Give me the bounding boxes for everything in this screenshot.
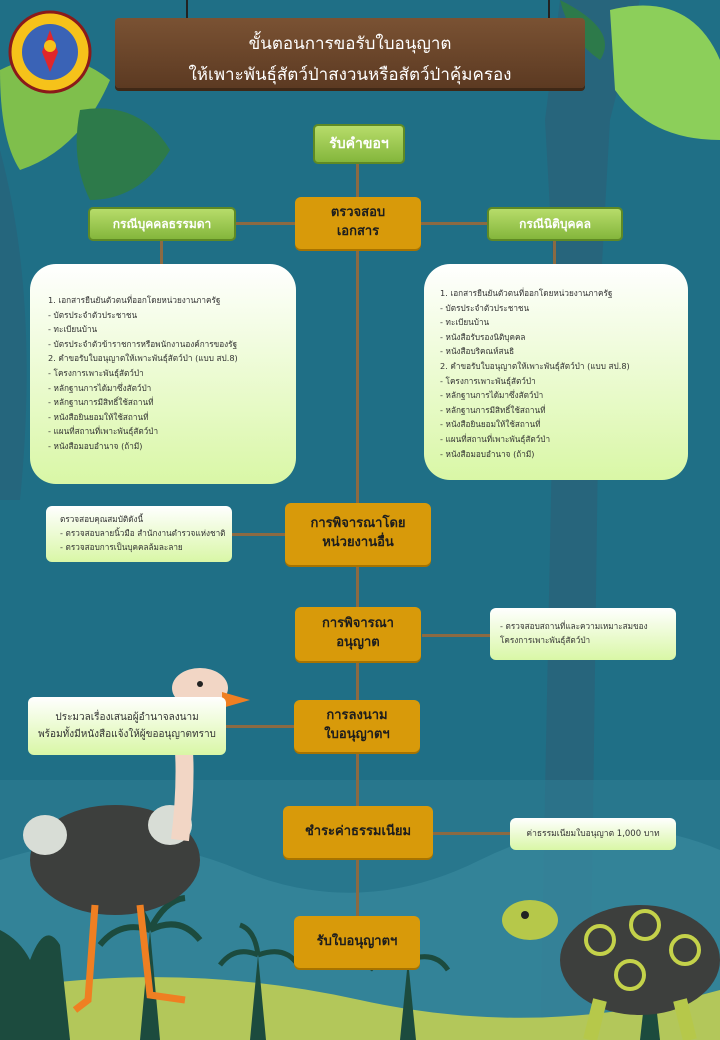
connector-site-check	[422, 634, 492, 637]
step-check-documents-line-1: ตรวจสอบ	[330, 205, 386, 221]
step-receive-request-label: รับคำขอฯ	[329, 136, 389, 152]
site-check-item: โครงการเพาะพันธุ์สัตว์ป่า	[500, 635, 591, 645]
step-consider-permit-line-1: การพิจารณา	[322, 616, 394, 632]
case-person-label: กรณีบุคคลธรรมดา	[112, 216, 212, 231]
board-rope-left	[186, 0, 188, 24]
documents-juristic-card: 1. เอกสารยืนยันตัวตนที่ออกโดยหน่วยงานภาค…	[424, 264, 688, 480]
step-check-documents-line-2: เอกสาร	[336, 224, 380, 239]
signing-note-line: พร้อมทั้งมีหนังสือแจ้งให้ผู้ขออนุญาตทราบ	[38, 729, 216, 740]
qualification-item: ตรวจสอบคุณสมบัติดังนี้	[60, 514, 144, 524]
document-item: - โครงการเพาะพันธุ์สัตว์ป่า	[440, 375, 536, 386]
document-item: - หนังสือบริคณห์สนธิ	[440, 346, 515, 357]
step-sign-license-line-2: ใบอนุญาตฯ	[324, 727, 390, 742]
title-line-1: ขั้นตอนการขอรับใบอนุญาต	[248, 34, 452, 54]
step-consider-other-agency-line-1: การพิจารณาโดย	[310, 516, 406, 532]
department-seal-icon	[8, 10, 92, 94]
site-check-note: - ตรวจสอบสถานที่และความเหมาะสมของโครงการ…	[490, 608, 676, 660]
connector-docs-right	[553, 238, 556, 266]
document-item: - บัตรประจำตัวประชาชน	[440, 302, 530, 313]
site-check-item: - ตรวจสอบสถานที่และความเหมาะสมของ	[500, 621, 648, 631]
document-item: - แผนที่สถานที่เพาะพันธุ์สัตว์ป่า	[48, 426, 159, 437]
step-consider-permit-line-2: อนุญาต	[336, 635, 380, 650]
document-item: - หลักฐานการได้มาซึ่งสัตว์ป่า	[48, 382, 152, 393]
document-item: - ทะเบียนบ้าน	[48, 324, 98, 335]
case-person: กรณีบุคคลธรรมดา	[88, 207, 236, 241]
document-item: 2. คำขอรับใบอนุญาตให้เพาะพันธุ์สัตว์ป่า …	[440, 360, 630, 371]
document-item: 2. คำขอรับใบอนุญาตให้เพาะพันธุ์สัตว์ป่า …	[48, 353, 238, 364]
document-item: - หนังสือยินยอมให้ใช้สถานที่	[48, 411, 149, 422]
step-consider-other-agency: การพิจารณาโดย หน่วยงานอื่น	[285, 503, 431, 565]
step-consider-permit: การพิจารณา อนุญาต	[295, 607, 421, 661]
connector-fee	[432, 832, 512, 835]
document-item: - บัตรประจำตัวประชาชน	[48, 309, 138, 320]
signing-note: ประมวลเรื่องเสนอผู้อำนาจลงนามพร้อมทั้งมี…	[28, 697, 226, 755]
step-receive-request: รับคำขอฯ	[313, 124, 405, 164]
step-pay-fee-label: ชำระค่าธรรมเนียม	[304, 823, 412, 839]
document-item: - หนังสือมอบอำนาจ (ถ้ามี)	[48, 440, 143, 451]
document-item: - โครงการเพาะพันธุ์สัตว์ป่า	[48, 367, 144, 378]
fee-note-text: ค่าธรรมเนียมใบอนุญาต 1,000 บาท	[526, 829, 660, 839]
board-rope-right	[548, 0, 550, 24]
title-board: ขั้นตอนการขอรับใบอนุญาต ให้เพาะพันธุ์สัต…	[115, 18, 585, 88]
document-item: - ทะเบียนบ้าน	[440, 317, 490, 328]
case-juristic-label: กรณีนิติบุคคล	[519, 216, 591, 231]
document-item: - บัตรประจำตัวข้าราชการหรือพนักงานองค์กา…	[48, 338, 238, 349]
documents-person-card: 1. เอกสารยืนยันตัวตนที่ออกโดยหน่วยงานภาค…	[30, 264, 296, 484]
step-receive-license-label: รับใบอนุญาตฯ	[316, 933, 398, 949]
step-pay-fee: ชำระค่าธรรมเนียม	[283, 806, 433, 858]
qualification-note: ตรวจสอบคุณสมบัติดังนี้ - ตรวจสอบลายนิ้วมื…	[46, 506, 232, 562]
document-item: - หนังสือมอบอำนาจ (ถ้ามี)	[440, 448, 535, 459]
document-item: - หลักฐานการมีสิทธิ์ใช้สถานที่	[48, 397, 154, 408]
document-item: - หลักฐานการมีสิทธิ์ใช้สถานที่	[440, 404, 546, 415]
fee-note: ค่าธรรมเนียมใบอนุญาต 1,000 บาท	[510, 818, 676, 850]
connector-docs-left	[160, 238, 163, 266]
document-item: 1. เอกสารยืนยันตัวตนที่ออกโดยหน่วยงานภาค…	[440, 288, 613, 298]
document-item: - หนังสือยินยอมให้ใช้สถานที่	[440, 419, 541, 430]
step-consider-other-agency-line-2: หน่วยงานอื่น	[322, 535, 394, 550]
connector-signing	[224, 725, 294, 728]
title-line-2: ให้เพาะพันธุ์สัตว์ป่าสงวนหรือสัตว์ป่าคุ้…	[188, 65, 512, 85]
case-juristic: กรณีนิติบุคคล	[487, 207, 623, 241]
step-check-documents: ตรวจสอบ เอกสาร	[295, 197, 421, 249]
signing-note-line: ประมวลเรื่องเสนอผู้อำนาจลงนาม	[55, 712, 199, 723]
document-item: 1. เอกสารยืนยันตัวตนที่ออกโดยหน่วยงานภาค…	[48, 295, 221, 305]
step-receive-license: รับใบอนุญาตฯ	[294, 916, 420, 968]
step-sign-license: การลงนาม ใบอนุญาตฯ	[294, 700, 420, 752]
qualification-item: - ตรวจสอบลายนิ้วมือ สำนักงานตำรวจแห่งชาต…	[60, 528, 226, 538]
document-item: - หลักฐานการได้มาซึ่งสัตว์ป่า	[440, 390, 544, 401]
connector-qualification	[230, 533, 290, 536]
document-item: - แผนที่สถานที่เพาะพันธุ์สัตว์ป่า	[440, 433, 551, 444]
qualification-item: - ตรวจสอบการเป็นบุคคลล้มละลาย	[60, 542, 183, 552]
document-item: - หนังสือรับรองนิติบุคคล	[440, 331, 526, 342]
step-sign-license-line-1: การลงนาม	[326, 708, 388, 724]
